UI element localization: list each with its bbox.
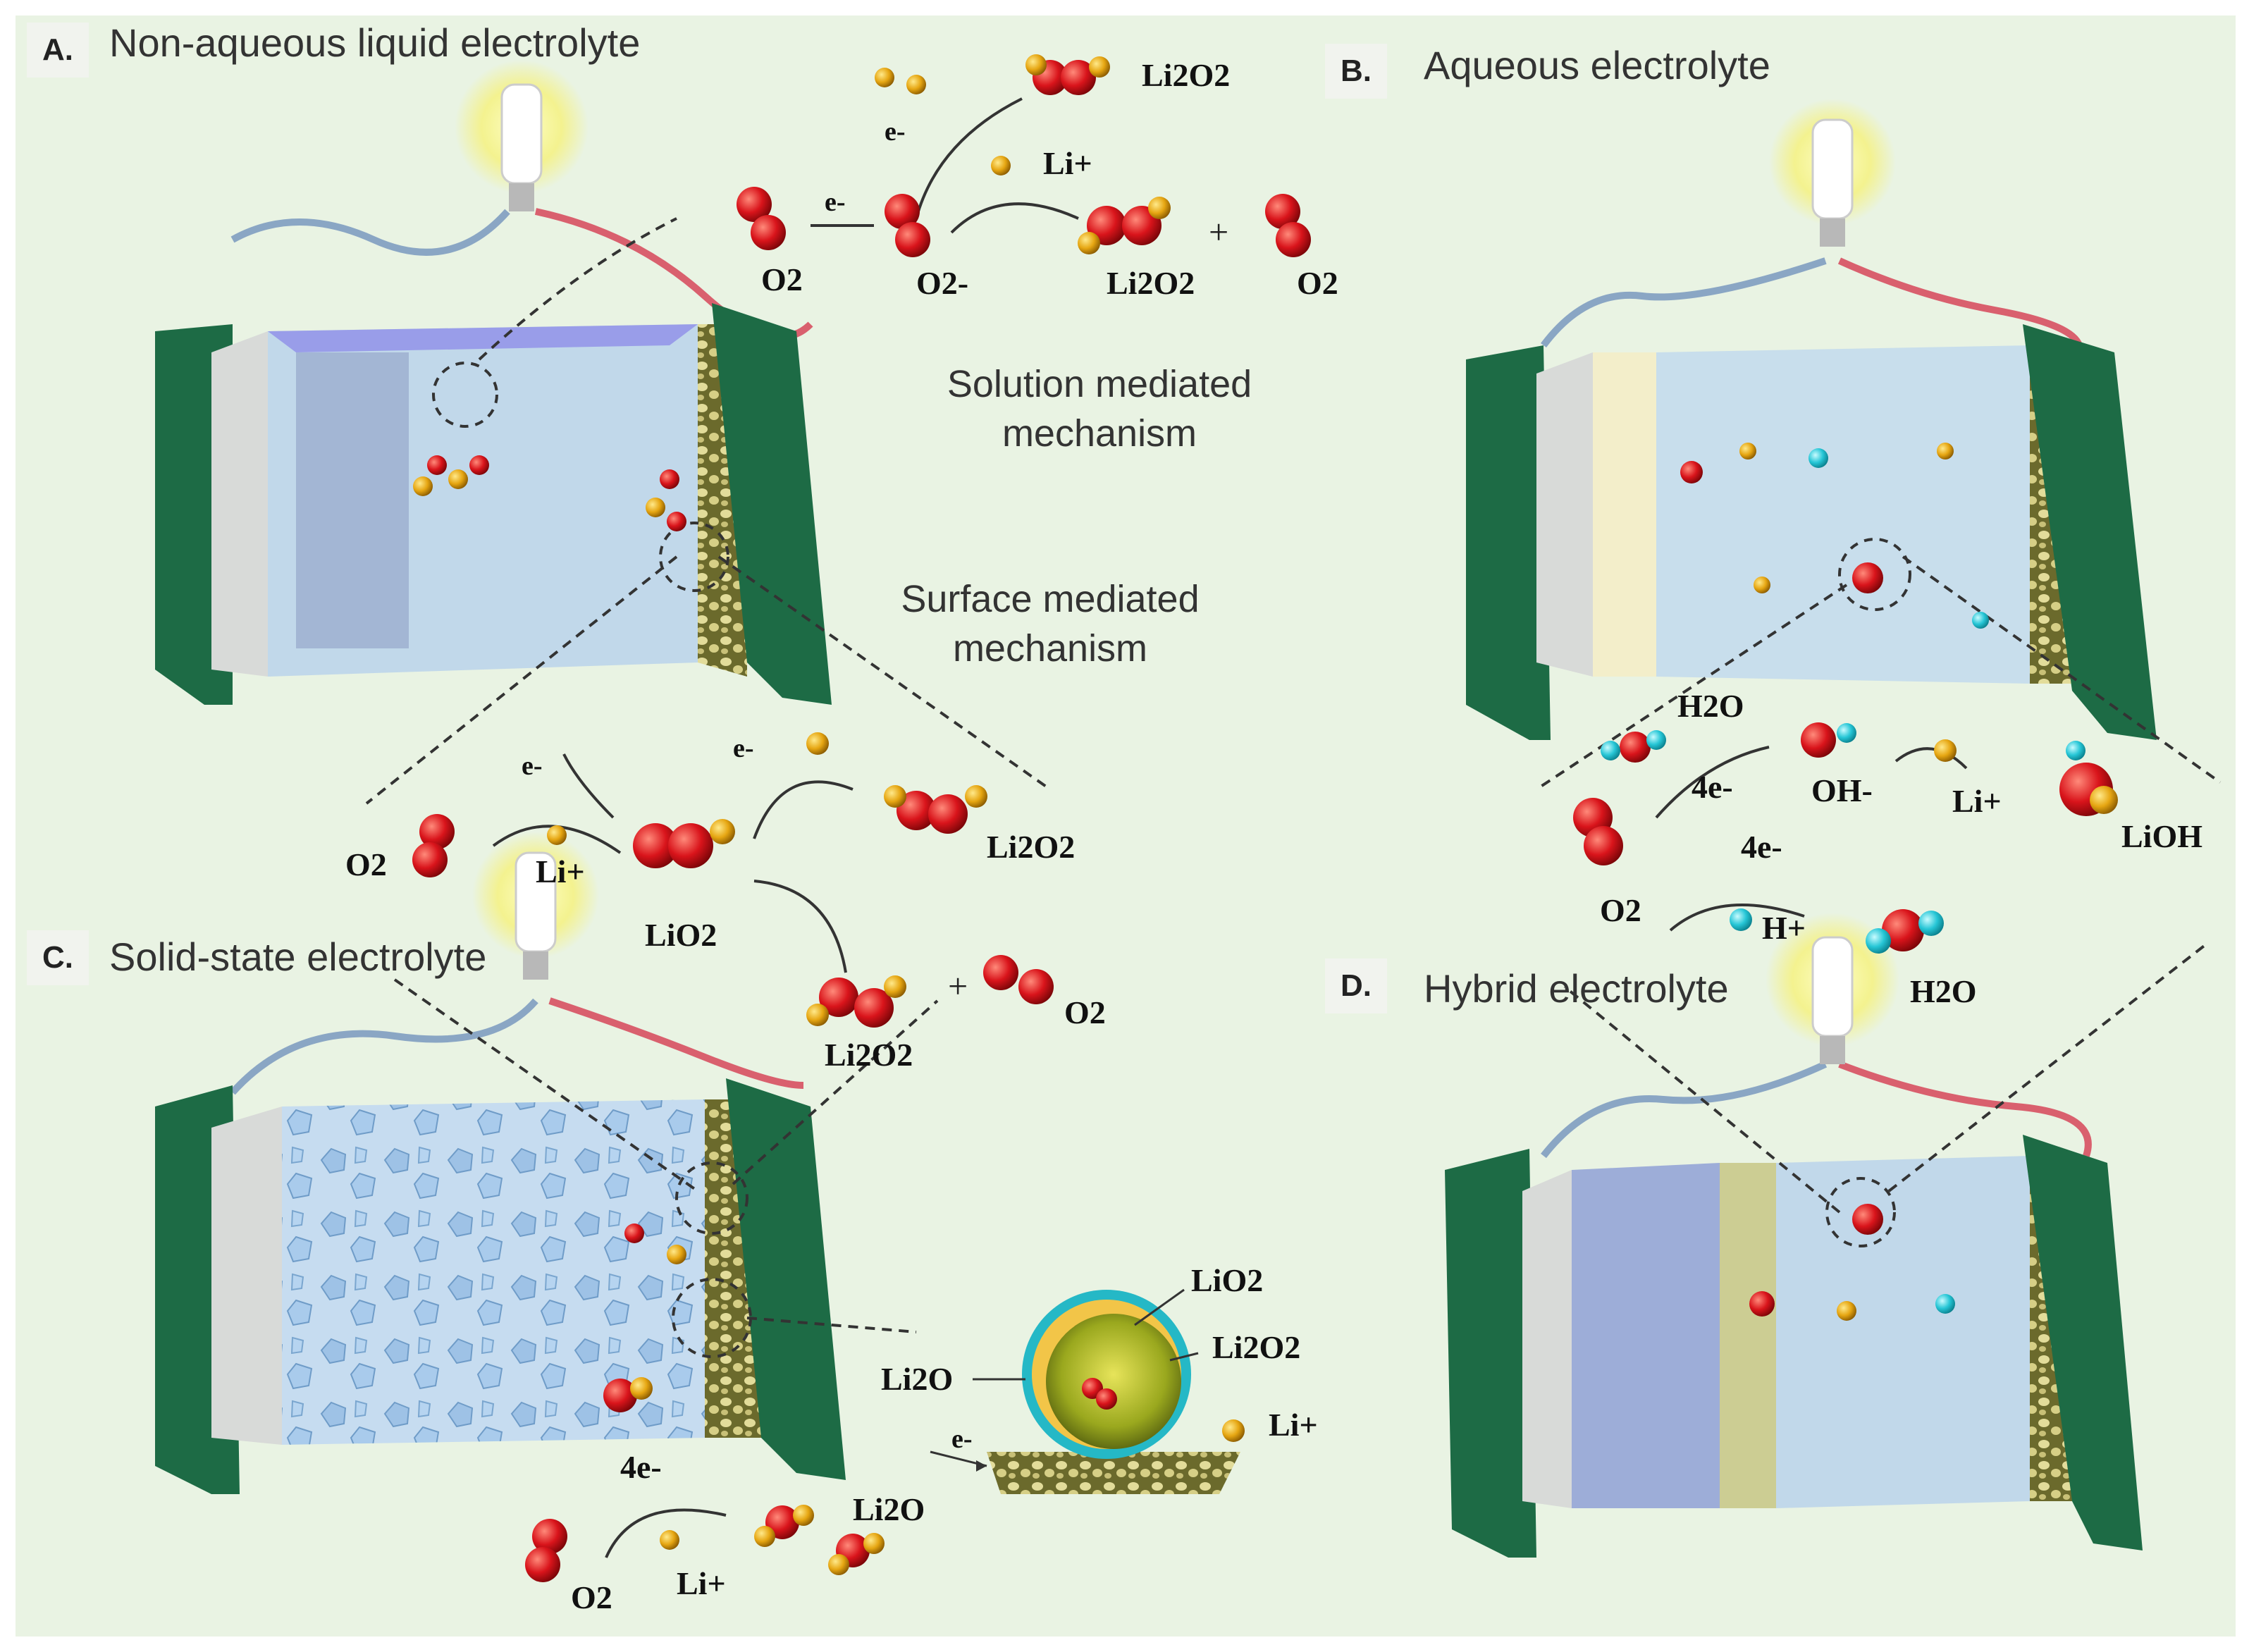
label-h-plus: H+ bbox=[1762, 910, 1806, 946]
label-lio2: LiO2 bbox=[1191, 1262, 1264, 1298]
plus-sign: + bbox=[1209, 212, 1229, 252]
label-4e: 4e- bbox=[1741, 829, 1782, 865]
label-li-plus: Li+ bbox=[677, 1565, 726, 1601]
cell-a bbox=[155, 60, 832, 705]
label-4e: 4e- bbox=[1692, 769, 1733, 805]
cell-d bbox=[1445, 913, 2207, 1558]
lithium-anode bbox=[211, 331, 268, 677]
label-o2-minus: O2- bbox=[916, 265, 969, 301]
cathode-substrate bbox=[987, 1452, 1240, 1494]
cell-c bbox=[155, 832, 1240, 1494]
light-bulb-icon bbox=[1811, 936, 1854, 1037]
wire-negative bbox=[230, 209, 510, 256]
label-e-minus: e- bbox=[522, 751, 543, 781]
label-li-plus: Li+ bbox=[1952, 783, 2002, 819]
label-o2: O2 bbox=[1297, 265, 1338, 301]
label-h2o: H2O bbox=[1910, 973, 1977, 1009]
panel-b-title: Aqueous electrolyte bbox=[1424, 43, 1770, 87]
bulb-base bbox=[509, 183, 534, 211]
panel-c-title: Solid-state electrolyte bbox=[109, 935, 487, 979]
label-e-minus: e- bbox=[951, 1424, 973, 1454]
label-e-minus: e- bbox=[733, 734, 754, 763]
surface-mechanism-label: Surface mediated mechanism bbox=[901, 578, 1200, 670]
cathode-plate bbox=[712, 303, 832, 705]
label-li2o2: Li2O2 bbox=[1142, 57, 1231, 93]
label-li-plus: Li+ bbox=[536, 853, 585, 889]
cell-b bbox=[1466, 99, 2222, 791]
label-lio2: LiO2 bbox=[645, 917, 717, 953]
label-li2o2: Li2O2 bbox=[1212, 1329, 1301, 1365]
light-bulb-icon bbox=[1811, 118, 1854, 220]
label-4e: 4e- bbox=[620, 1449, 662, 1485]
reaction-arrows bbox=[492, 97, 1968, 1558]
label-li2o2: Li2O2 bbox=[1107, 265, 1195, 301]
solid-electrolyte bbox=[282, 1099, 705, 1445]
label-e-minus: e- bbox=[885, 117, 906, 147]
label-li2o2: Li2O2 bbox=[987, 829, 1076, 865]
panel-d-title: Hybrid electrolyte bbox=[1424, 966, 1729, 1011]
label-o2: O2 bbox=[571, 1579, 612, 1615]
label-h2o: H2O bbox=[1677, 688, 1744, 724]
label-li-plus: Li+ bbox=[1269, 1407, 1318, 1443]
label-e-minus: e- bbox=[825, 187, 846, 217]
separator-membrane bbox=[1720, 1163, 1776, 1508]
molecules bbox=[412, 54, 2118, 1582]
panel-c-letter: C. bbox=[27, 930, 89, 985]
label-o2: O2 bbox=[1064, 994, 1106, 1030]
label-li2o: Li2O bbox=[881, 1361, 954, 1397]
label-li-plus: Li+ bbox=[1043, 145, 1092, 181]
label-o2: O2 bbox=[761, 261, 803, 297]
solution-mechanism-label: Solution mediated mechanism bbox=[947, 363, 1252, 455]
label-lioh: LiOH bbox=[2121, 818, 2203, 854]
label-o2: O2 bbox=[345, 846, 387, 882]
label-li2o: Li2O bbox=[853, 1491, 925, 1527]
label-o2: O2 bbox=[1600, 892, 1641, 928]
panel-a-title: Non-aqueous liquid electrolyte bbox=[109, 20, 641, 65]
label-li2o2: Li2O2 bbox=[825, 1037, 913, 1073]
label-oh-minus: OH- bbox=[1811, 772, 1873, 808]
light-bulb-icon bbox=[500, 83, 543, 185]
plus-sign: + bbox=[948, 966, 968, 1006]
panel-a-letter: A. bbox=[27, 23, 89, 78]
panel-b-letter: B. bbox=[1325, 44, 1387, 99]
panel-d-letter: D. bbox=[1325, 958, 1387, 1013]
